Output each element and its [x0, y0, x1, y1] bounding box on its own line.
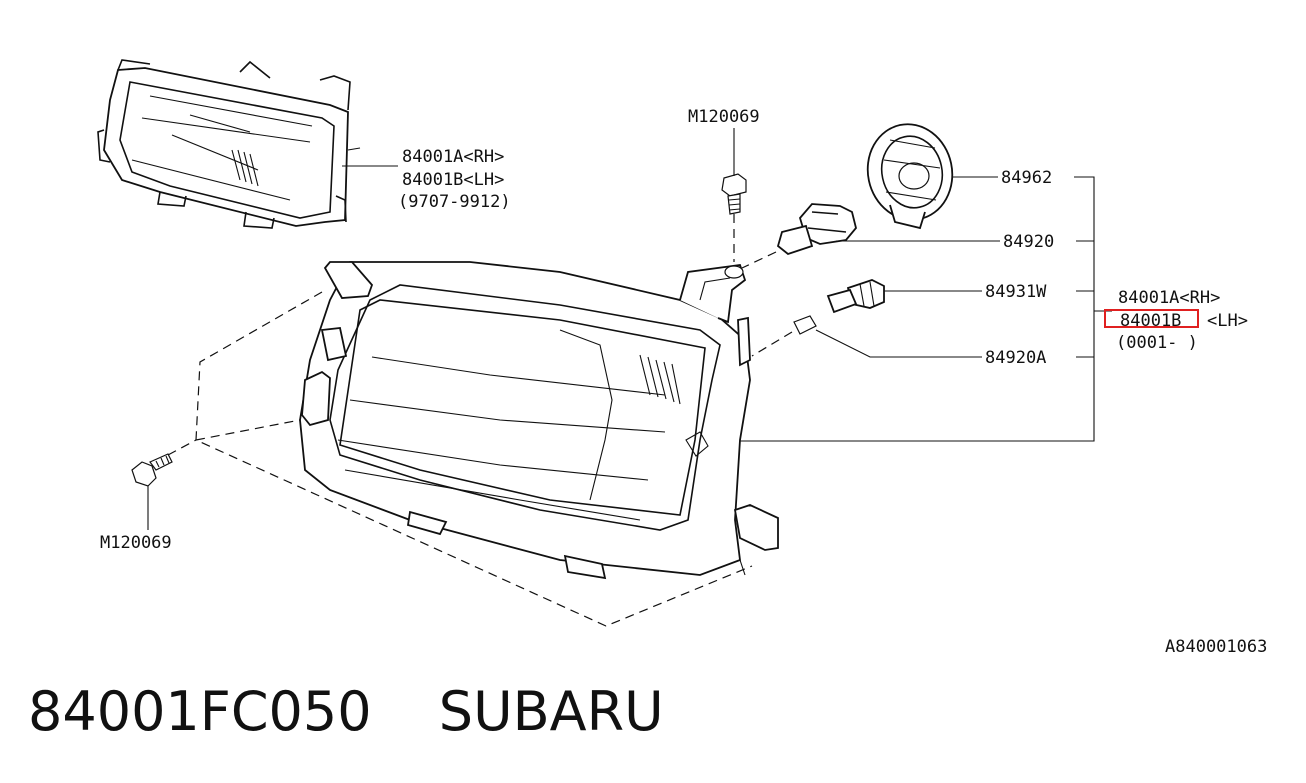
leader-84920a [815, 329, 982, 358]
label-bolt-m120069-top: M120069 [688, 107, 760, 127]
bolt-top-illustration [721, 173, 747, 215]
wedge-bulb-84931w-illustration [826, 279, 885, 314]
bracket-right [740, 176, 1095, 442]
main-headlamp-illustration [299, 261, 779, 580]
socket-cap-84962-illustration [866, 123, 954, 230]
part-number: 84001FC050 [28, 680, 372, 743]
brand-name: SUBARU [438, 680, 664, 743]
halogen-bulb-84920-illustration [776, 203, 857, 256]
label-84962: 84962 [1001, 168, 1052, 188]
small-headlamp-illustration [97, 59, 361, 229]
dashed-bulb-84920a [751, 331, 793, 357]
label-84001a-rh-right: 84001A<RH> [1118, 288, 1220, 308]
dashed-mount-link [195, 419, 301, 441]
label-84920: 84920 [1003, 232, 1054, 252]
label-date-range-right: (0001- ) [1116, 333, 1198, 353]
label-84001a-rh-top: 84001A<RH> [402, 147, 504, 167]
label-84001b-lh-top: 84001B<LH> [402, 170, 504, 190]
bolt-hole [724, 265, 744, 279]
label-date-range-top: (9707-9912) [398, 192, 511, 212]
label-lh-right: <LH> [1207, 311, 1248, 331]
label-84920a: 84920A [985, 348, 1046, 368]
bolt-left-illustration [131, 453, 173, 487]
footer: 84001FC050 SUBARU [28, 680, 664, 760]
parts-diagram: 84001A<RH> 84001B<LH> (9707-9912) [97, 59, 1267, 657]
highlight-box [1104, 309, 1199, 328]
diagram-reference-code: A840001063 [1165, 637, 1267, 657]
dashed-bulb-84920 [741, 251, 777, 269]
label-84931w: 84931W [985, 282, 1047, 302]
dashed-bolt-left [167, 439, 197, 456]
label-bolt-m120069-left: M120069 [100, 533, 172, 553]
small-bulb-84920a-illustration [793, 315, 817, 335]
